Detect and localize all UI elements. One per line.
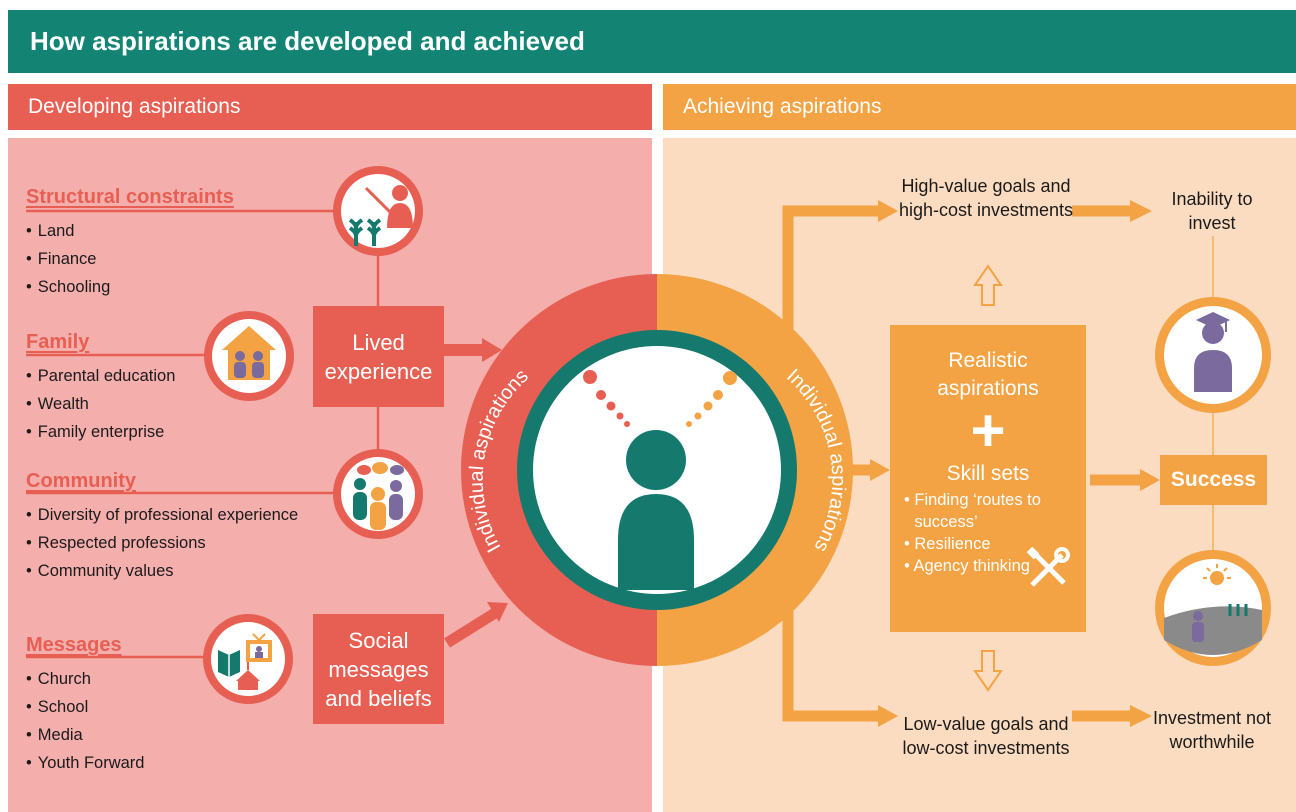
category-family: Family Parental education Wealth Family … bbox=[26, 331, 175, 446]
category-structural: Structural constraints Land Finance Scho… bbox=[26, 186, 234, 301]
category-list: Church School Media Youth Forward bbox=[26, 665, 145, 777]
social-messages-box: Social messages and beliefs bbox=[313, 614, 444, 724]
category-title: Messages bbox=[26, 634, 122, 656]
outcome-arrowheads bbox=[870, 200, 1160, 727]
lived-experience-box: Lived experience bbox=[313, 306, 444, 407]
skill-item: • Agency thinking bbox=[904, 557, 1030, 575]
realistic-aspirations-heading: Realistic aspirations bbox=[937, 349, 1039, 400]
developing-header: Developing aspirations bbox=[8, 84, 652, 130]
plus-sign: + bbox=[970, 397, 1006, 464]
category-list: Land Finance Schooling bbox=[26, 217, 234, 301]
list-item: Youth Forward bbox=[26, 749, 145, 777]
list-item: Finance bbox=[26, 245, 234, 273]
skill-item: • Resilience bbox=[904, 535, 991, 553]
skill-item: • Finding ‘routes to success’ bbox=[904, 491, 1041, 531]
list-item: Church bbox=[26, 665, 144, 693]
low-value-outcome: Low-value goals and low-cost investments bbox=[902, 714, 1070, 758]
realistic-aspirations-box: Realistic aspirations + Skill sets • Fin… bbox=[890, 325, 1086, 632]
list-item: Media bbox=[26, 721, 144, 749]
media-church-school-icon bbox=[203, 614, 293, 704]
category-list: Diversity of professional experience Res… bbox=[26, 501, 298, 585]
list-item: Land bbox=[26, 217, 234, 245]
arrow-lived-to-ring bbox=[444, 338, 502, 362]
tools-icon bbox=[1026, 547, 1070, 587]
farmer-icon bbox=[333, 166, 423, 256]
skill-list: • Finding ‘routes to success’ • Resilien… bbox=[890, 489, 1086, 577]
list-item: Respected professions bbox=[26, 529, 298, 557]
graduate-icon bbox=[1155, 297, 1271, 413]
achieving-header-label: Achieving aspirations bbox=[683, 95, 882, 118]
category-messages: Messages Church School Media Youth Forwa… bbox=[26, 634, 144, 777]
high-value-outcome: High-value goals and high-cost investmen… bbox=[898, 176, 1074, 220]
farmer-field-icon bbox=[1155, 550, 1271, 666]
community-people-icon bbox=[333, 449, 423, 539]
success-label: Success bbox=[1170, 468, 1257, 491]
developing-header-label: Developing aspirations bbox=[28, 95, 241, 118]
list-item: Community values bbox=[26, 557, 298, 585]
person-thinking-icon bbox=[583, 370, 737, 590]
category-connector-lines bbox=[26, 209, 380, 659]
house-family-icon bbox=[204, 311, 294, 401]
inability-outcome: Inability to invest bbox=[1171, 189, 1253, 233]
category-community: Community Diversity of professional expe… bbox=[26, 470, 298, 585]
list-item: Family enterprise bbox=[26, 418, 175, 446]
list-item: Parental education bbox=[26, 362, 176, 390]
social-messages-label: Social messages and beliefs bbox=[325, 627, 432, 711]
page-title: How aspirations are developed and achiev… bbox=[30, 26, 585, 56]
hollow-down-arrow bbox=[973, 650, 1003, 692]
success-box: Success bbox=[1160, 455, 1267, 505]
skill-sets-heading: Skill sets bbox=[946, 462, 1030, 485]
category-title: Community bbox=[26, 470, 136, 492]
achieving-header: Achieving aspirations bbox=[663, 84, 1296, 130]
category-title: Structural constraints bbox=[26, 186, 234, 208]
category-list: Parental education Wealth Family enterpr… bbox=[26, 362, 176, 446]
list-item: Schooling bbox=[26, 273, 234, 301]
lived-experience-label: Lived experience bbox=[324, 329, 433, 384]
list-item: Wealth bbox=[26, 390, 175, 418]
list-item: Diversity of professional experience bbox=[26, 501, 298, 529]
arrow-social-to-ring bbox=[444, 602, 508, 648]
hollow-up-arrow bbox=[973, 264, 1003, 306]
not-worthwhile-outcome: Investment not worthwhile bbox=[1152, 708, 1272, 752]
title-bar: How aspirations are developed and achiev… bbox=[8, 10, 1296, 73]
outcome-branch-lines bbox=[782, 205, 1142, 722]
category-title: Family bbox=[26, 331, 90, 353]
list-item: School bbox=[26, 693, 144, 721]
